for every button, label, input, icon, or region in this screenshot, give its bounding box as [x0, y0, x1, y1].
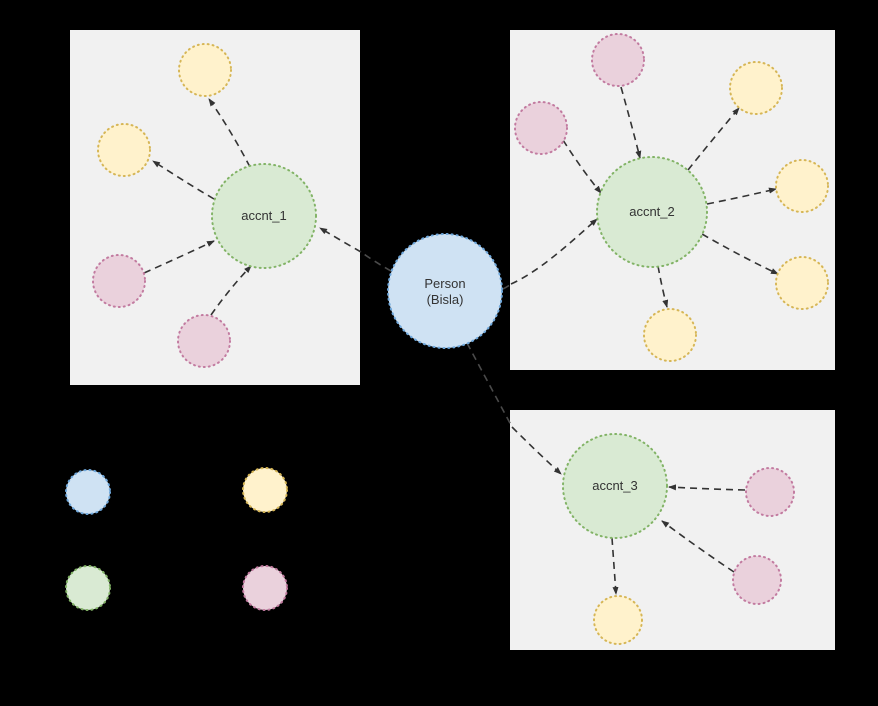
node-accnt-1 — [211, 163, 317, 269]
node-accnt1-pink-bottom — [177, 314, 231, 368]
node-legend-pink — [242, 565, 288, 611]
edge-pink-left-to-accnt1 — [143, 240, 215, 274]
edge-accnt1-to-yellow-left — [152, 160, 215, 200]
edge-accnt2-to-yellow-bottom — [657, 265, 669, 308]
node-accnt2-yellow-topright — [729, 61, 783, 115]
label-person: Person(Bisla) — [424, 276, 465, 307]
edge-person-to-accnt3 — [511, 426, 562, 475]
edge-person-to-accnt1 — [319, 227, 362, 253]
edge-accnt2-to-yellow-right — [706, 187, 777, 205]
label-accnt-3: accnt_3 — [592, 478, 638, 493]
panel-accnt-3 — [510, 410, 835, 650]
node-accnt1-yellow-left — [97, 123, 151, 177]
edge-person-to-accnt1-outer — [360, 251, 392, 272]
node-person — [387, 233, 503, 349]
edge-pink-top-to-accnt2 — [620, 86, 642, 159]
node-accnt2-yellow-bottom — [643, 308, 697, 362]
edge-accnt1-to-yellow-top — [208, 98, 251, 168]
edge-pink-bottom-to-accnt1 — [210, 265, 252, 316]
node-accnt-2 — [596, 156, 708, 268]
node-accnt-3 — [562, 433, 668, 539]
node-legend-yellow — [242, 467, 288, 513]
edge-person-to-accnt3-outer — [466, 342, 512, 426]
edge-person-to-accnt2-outer — [502, 283, 512, 290]
node-accnt1-pink-left — [92, 254, 146, 308]
edge-pink-right-to-accnt3 — [668, 484, 746, 491]
node-accnt2-pink-left — [514, 101, 568, 155]
edge-pink-left-to-accnt2 — [562, 139, 602, 194]
edge-accnt2-to-yellow-topright — [687, 107, 740, 171]
label-accnt-2: accnt_2 — [629, 204, 675, 219]
node-accnt3-yellow-bottom — [593, 595, 643, 645]
edge-accnt3-to-yellow-bottom — [611, 537, 619, 595]
node-accnt3-pink-right — [745, 467, 795, 517]
node-accnt2-yellow-bottomright — [775, 256, 829, 310]
label-accnt-1: accnt_1 — [241, 208, 287, 223]
node-accnt1-yellow-top — [178, 43, 232, 97]
node-accnt2-pink-top — [591, 33, 645, 87]
node-accnt2-yellow-right — [775, 159, 829, 213]
node-legend-blue — [65, 469, 111, 515]
node-legend-green — [65, 565, 111, 611]
edge-person-to-accnt2 — [510, 218, 598, 285]
edge-accnt2-to-yellow-bottomright — [701, 233, 779, 275]
node-accnt3-pink-bottomright — [732, 555, 782, 605]
